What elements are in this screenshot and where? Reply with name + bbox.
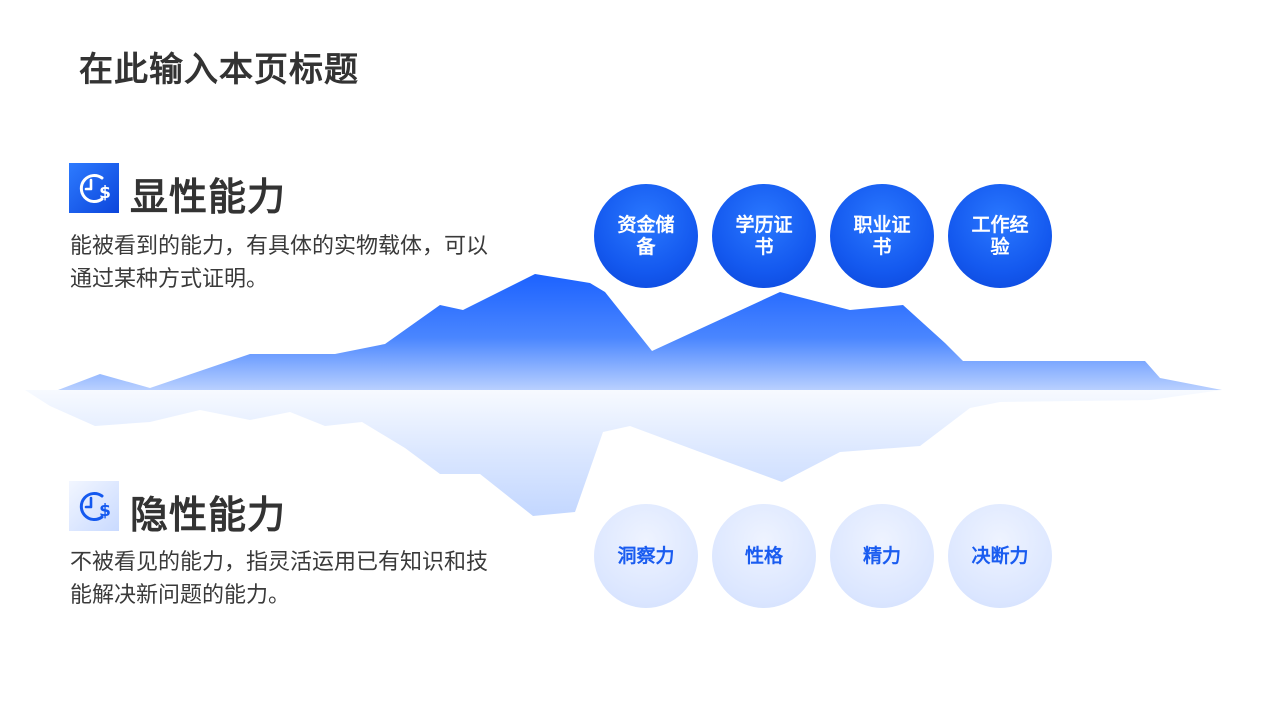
implicit-bubble: 性格 [712,504,816,608]
page-title: 在此输入本页标题 [79,50,359,90]
explicit-bubble: 工作经验 [948,184,1052,288]
explicit-bubble: 资金储备 [594,184,698,288]
explicit-bubble: 学历证书 [712,184,816,288]
explicit-ability-title: 显性能力 [130,175,287,219]
implicit-ability-title: 隐性能力 [130,493,287,537]
svg-text:$: $ [99,501,111,521]
clock-dollar-icon: $ [69,163,119,213]
implicit-bubble: 洞察力 [594,504,698,608]
implicit-bubble: 决断力 [948,504,1052,608]
explicit-bubble: 职业证书 [830,184,934,288]
implicit-ability-description: 不被看见的能力，指灵活运用已有知识和技能解决新问题的能力。 [70,550,489,608]
explicit-ability-description: 能被看到的能力，有具体的实物载体，可以通过某种方式证明。 [70,234,489,292]
clock-dollar-icon: $ [69,481,119,531]
mountain-reflection-graphic [25,274,1222,516]
svg-text:$: $ [99,183,111,203]
implicit-bubble: 精力 [830,504,934,608]
